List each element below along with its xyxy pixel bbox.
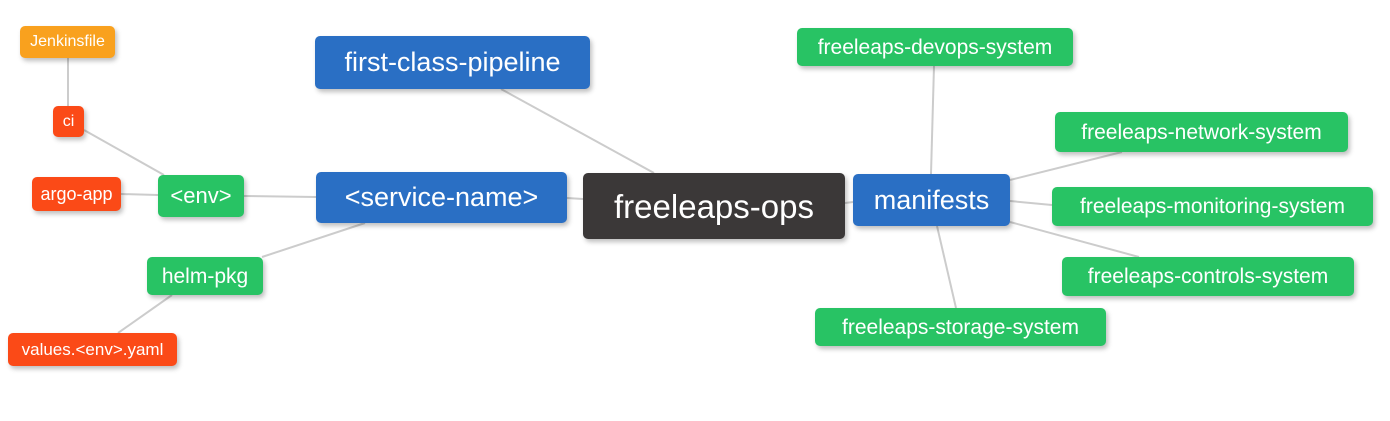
edge-ci-env (83, 129, 165, 176)
edge-manifests-storage (936, 225, 957, 309)
node-freeleaps-network-system[interactable]: freeleaps-network-system (1055, 112, 1348, 152)
edge-pipeline-root (500, 88, 655, 174)
node-argo-app[interactable]: argo-app (32, 177, 121, 211)
node-helm-pkg[interactable]: helm-pkg (147, 257, 263, 295)
edge-manifests-devops (930, 65, 935, 175)
node-freeleaps-devops-system[interactable]: freeleaps-devops-system (797, 28, 1073, 66)
edge-helm-pkg-values-yaml (117, 294, 173, 334)
edge-manifests-controls (1009, 221, 1140, 258)
node-first-class-pipeline[interactable]: first-class-pipeline (315, 36, 590, 89)
node-freeleaps-controls-system[interactable]: freeleaps-controls-system (1062, 257, 1354, 296)
edge-manifests-monitoring (1009, 200, 1053, 206)
edge-service-name-helm-pkg (261, 222, 366, 258)
node-freeleaps-ops-root[interactable]: freeleaps-ops (583, 173, 845, 239)
node-service-name[interactable]: <service-name> (316, 172, 567, 223)
node-values-env-yaml[interactable]: values.<env>.yaml (8, 333, 177, 366)
edge-manifests-network (1009, 151, 1123, 181)
edge-root-manifests (844, 201, 854, 204)
node-manifests[interactable]: manifests (853, 174, 1010, 226)
edge-argo-app-env (120, 193, 159, 196)
node-freeleaps-storage-system[interactable]: freeleaps-storage-system (815, 308, 1106, 346)
node-jenkinsfile[interactable]: Jenkinsfile (20, 26, 115, 58)
node-freeleaps-monitoring-system[interactable]: freeleaps-monitoring-system (1052, 187, 1373, 226)
node-ci[interactable]: ci (53, 106, 84, 137)
node-env[interactable]: <env> (158, 175, 244, 217)
edge-env-service-name (243, 195, 317, 198)
edge-service-name-root (566, 197, 584, 200)
